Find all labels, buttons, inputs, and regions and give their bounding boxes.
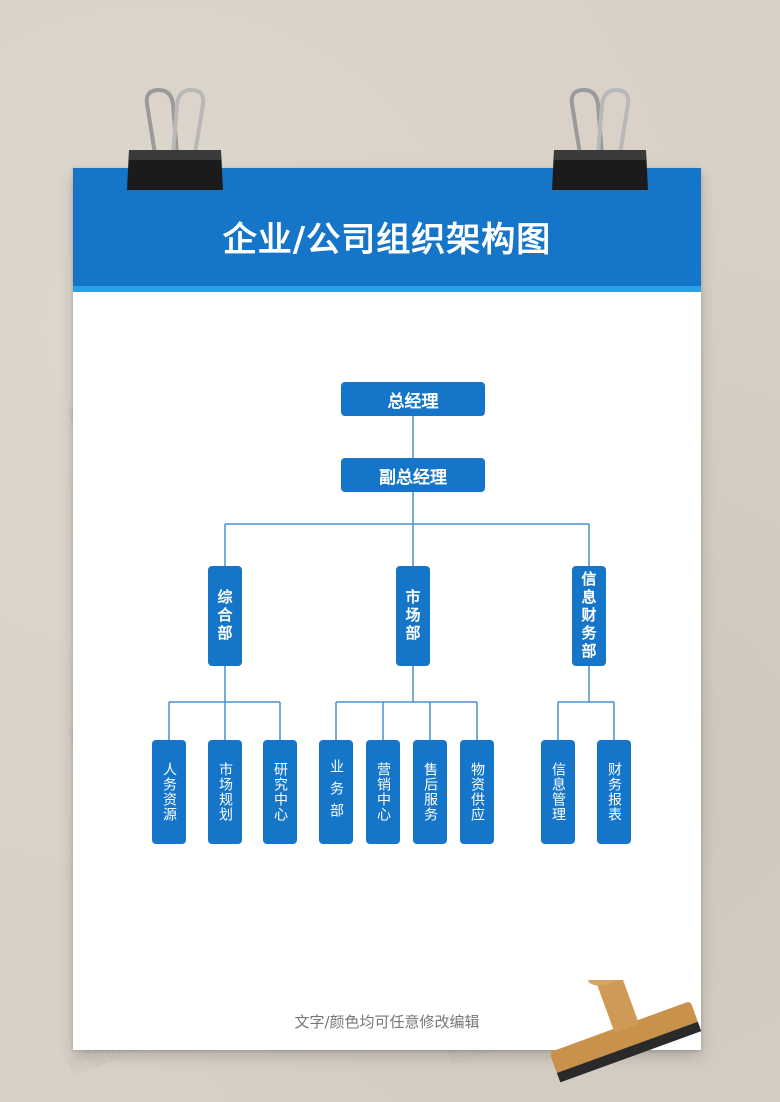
leaf-label: 市场规划 [217,762,233,822]
paper-sheet: 企业/公司组织架构图 [73,168,701,1050]
dept-label: 综合部 [215,589,234,643]
binder-clip-icon [127,87,223,190]
footer-note: 文字/颜色均可任意修改编辑 [294,1013,480,1031]
node-ceo: 总经理 [341,382,485,416]
leaf-label: 营销中心 [375,762,391,822]
leaf-label: 人务资源 [161,762,177,822]
node-vice-ceo: 副总经理 [341,458,485,492]
dept-label: 信息财务部 [579,571,598,661]
binder-clip-icon [552,87,648,190]
leaf-label: 信息管理 [550,762,566,822]
leaf-label: 业务部 [328,759,344,825]
node-ceo-label: 总经理 [387,391,439,412]
node-leaf: 物资供应 [460,740,494,844]
leaf-label: 物资供应 [469,762,485,822]
node-dept-general: 综合部 [208,566,242,666]
leaf-label: 研究中心 [272,762,288,822]
node-leaf: 营销中心 [366,740,400,844]
leaf-label: 售后服务 [422,762,438,822]
org-connector-lines [168,416,615,740]
node-leaf: 业务部 [319,740,353,844]
node-leaf: 人务资源 [152,740,186,844]
leaf-label: 财务报表 [606,762,622,822]
node-leaf: 市场规划 [208,740,242,844]
node-leaf: 信息管理 [541,740,575,844]
node-dept-marketing: 市场部 [396,566,430,666]
page-title: 企业/公司组织架构图 [222,220,552,260]
node-vice-ceo-label: 副总经理 [379,467,447,488]
node-leaf: 财务报表 [597,740,631,844]
node-leaf: 售后服务 [413,740,447,844]
node-dept-info-finance: 信息财务部 [572,566,606,666]
dept-label: 市场部 [403,589,422,643]
rubber-stamp-icon [550,980,702,1083]
node-leaf: 研究中心 [263,740,297,844]
